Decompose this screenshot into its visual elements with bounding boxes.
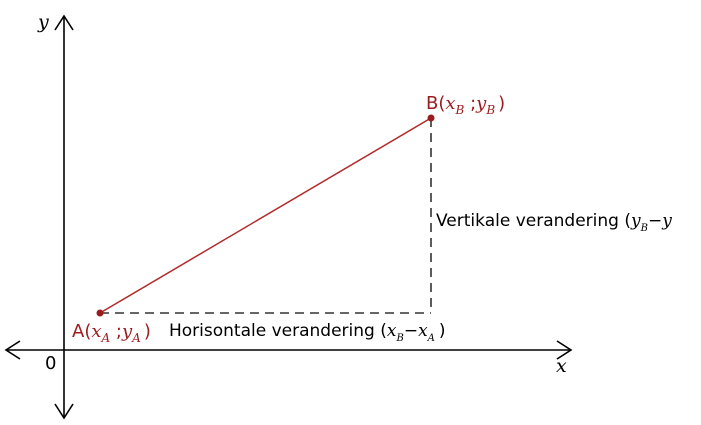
horizontal-change-var2: x — [418, 321, 428, 341]
x-axis: x — [4, 340, 573, 377]
point-b-label: B(xB ;yB) — [426, 93, 505, 117]
point-b-dot — [427, 114, 435, 122]
point-b-y-sub: B — [485, 103, 495, 117]
vertical-change-minus: − — [648, 211, 662, 231]
horizontal-change-text: Horisontale verandering ( — [169, 321, 387, 341]
horizontal-change-var1: x — [387, 321, 397, 341]
point-b-x-var: x — [445, 93, 455, 114]
point-b-sep: ; — [464, 93, 476, 114]
x-axis-label: x — [556, 355, 567, 377]
point-a-dot — [96, 309, 104, 317]
point-a-prefix: A( — [72, 321, 91, 342]
horizontal-change-sub1: B — [395, 333, 403, 344]
horizontal-change-close: ) — [439, 321, 446, 341]
point-b-x-sub: B — [455, 103, 465, 117]
point-a-label: A(xA ;yA) — [72, 321, 151, 345]
point-a-x-var: x — [91, 321, 101, 342]
vertical-change-label: Vertikale verandering (yB−y — [436, 211, 672, 234]
vertical-change-text: Vertikale verandering ( — [436, 211, 631, 231]
point-b-y-var: y — [475, 93, 487, 114]
y-axis: y — [37, 11, 74, 420]
point-a-suffix: ) — [144, 321, 151, 342]
vertical-change-var1: y — [630, 211, 641, 231]
point-a-x-sub: A — [101, 331, 111, 345]
x-axis-left-arrow-icon — [4, 340, 21, 360]
horizontal-change-minus: − — [404, 321, 418, 341]
horizontal-change-sub2: A — [427, 333, 435, 344]
x-axis-right-arrow-icon — [556, 340, 573, 360]
point-a-y-sub: A — [131, 331, 141, 345]
origin-label: 0 — [45, 353, 56, 374]
vertical-change-sub1: B — [640, 223, 648, 234]
y-axis-top-arrow-icon — [54, 14, 74, 31]
point-a-y-var: y — [121, 321, 133, 342]
y-axis-label: y — [37, 11, 49, 33]
y-axis-bottom-arrow-icon — [54, 403, 74, 420]
point-b-suffix: ) — [498, 93, 505, 114]
vertical-change-var2: y — [661, 211, 672, 231]
point-b-prefix: B( — [426, 93, 445, 114]
point-a-sep: ; — [110, 321, 122, 342]
segment-ab — [99, 117, 432, 314]
horizontal-change-label: Horisontale verandering (xB−xA) — [169, 321, 446, 344]
